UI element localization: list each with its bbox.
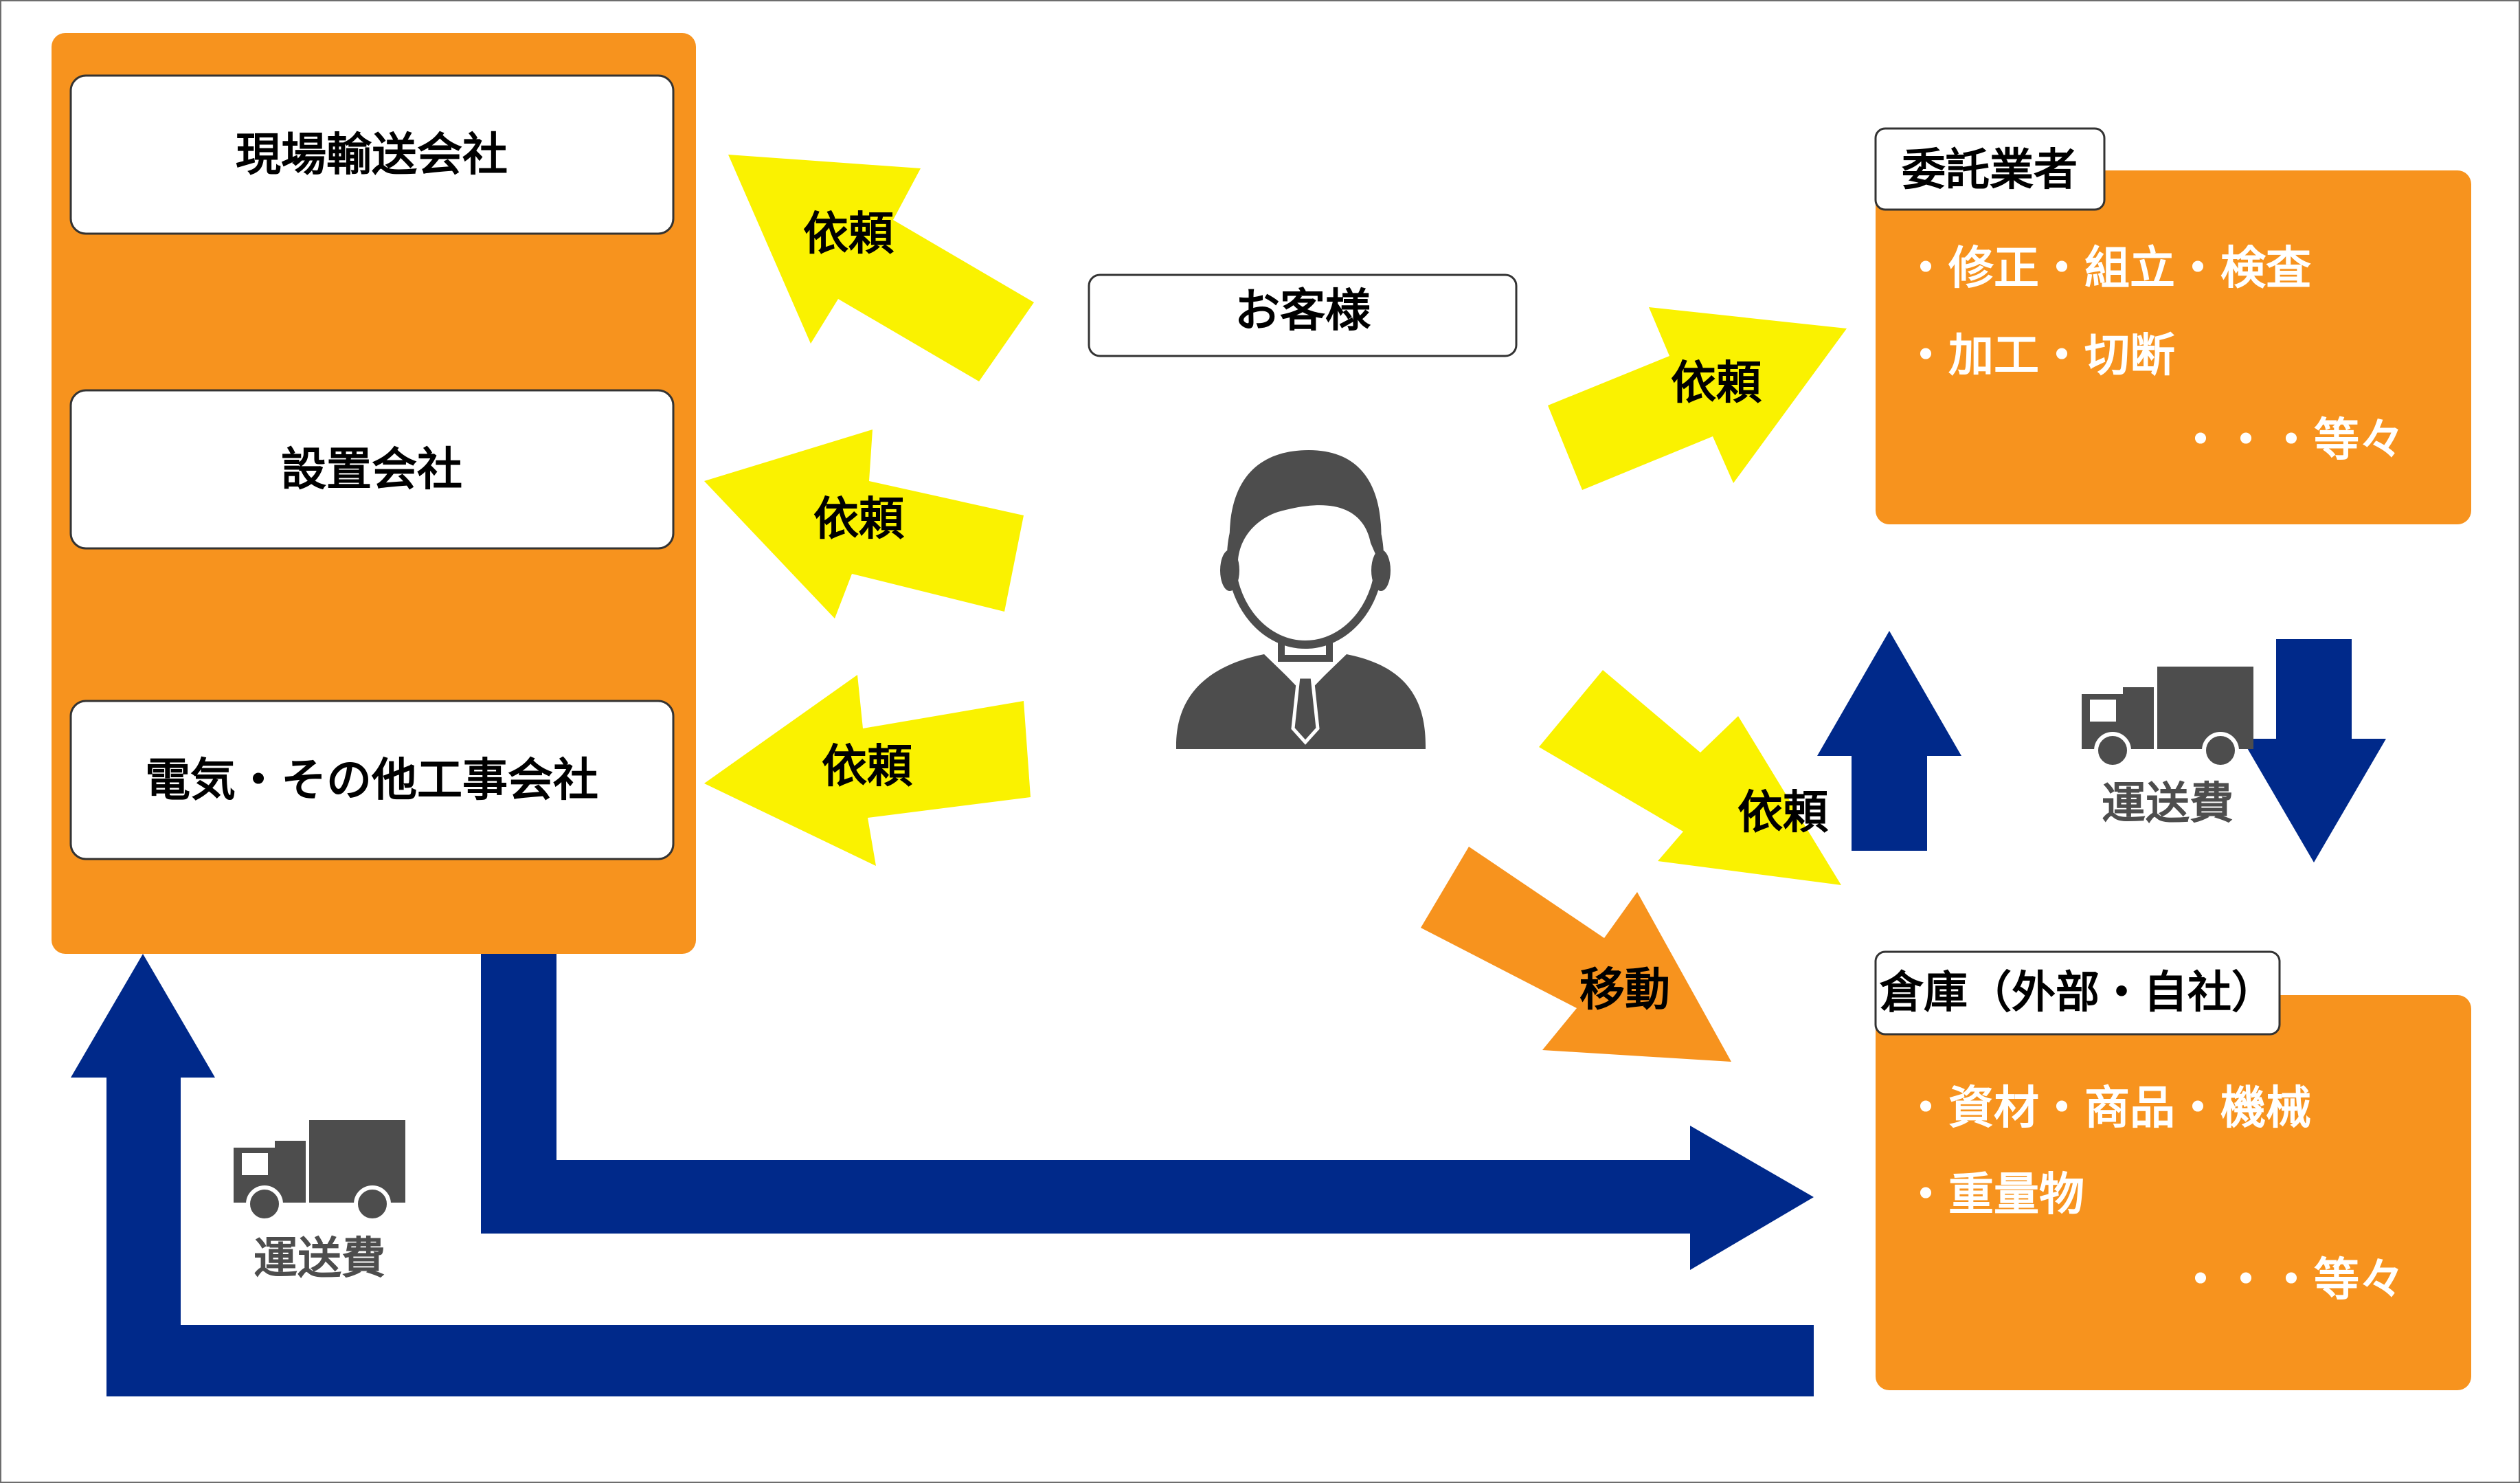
left-item-label: 電気・その他工事会社 (145, 754, 598, 807)
orange-arrow-move: 移動 (1421, 847, 1731, 1062)
navy-arrow-up (1817, 631, 1961, 851)
left-item-electrical-company: 電気・その他工事会社 (69, 700, 675, 860)
contractor-line-2: ・加工・切断 (1903, 329, 2175, 382)
navy-arrow-to-warehouse (481, 954, 1814, 1270)
yellow-arrow-request-2: 依頼 (704, 430, 1024, 618)
yellow-arrow-request-right-2: 依頼 (1539, 670, 1841, 885)
contractor-title: 委託業者 (1902, 145, 2078, 196)
truck-icon (2082, 667, 2253, 769)
navy-arrow-down (2242, 639, 2386, 862)
arrow-label: 依頼 (1737, 786, 1829, 839)
yellow-arrow-request-3: 依頼 (704, 675, 1031, 866)
truck-icon (234, 1120, 405, 1223)
arrow-label: 依頼 (803, 208, 895, 260)
yellow-arrow-request-1: 依頼 (728, 155, 1034, 381)
arrow-label: 依頼 (813, 493, 905, 546)
left-item-installation-company: 設置会社 (69, 389, 675, 550)
contractor-line-1: ・修正・組立・検査 (1903, 242, 2311, 295)
warehouse-title-box (1874, 950, 2281, 1036)
transport-cost-label-right: 運送費 (2102, 779, 2234, 829)
yellow-arrow-request-right-1: 依頼 (1548, 307, 1847, 490)
arrow-label: 移動 (1579, 963, 1670, 1016)
left-item-label: 現場輸送会社 (236, 129, 508, 181)
warehouse-line-2: ・重量物 (1903, 1168, 2084, 1221)
arrow-label: 依頼 (822, 740, 913, 793)
customer-label: お客様 (1235, 285, 1371, 337)
contractor-line-3: ・・・等々 (2178, 414, 2405, 467)
arrow-label: 依頼 (1671, 357, 1762, 410)
warehouse-line-1: ・資材・商品・機械 (1903, 1082, 2311, 1135)
contractor-title-box (1874, 127, 2106, 211)
warehouse-line-3: ・・・等々 (2178, 1253, 2405, 1306)
transport-cost-label-left: 運送費 (254, 1234, 385, 1284)
warehouse-title: 倉庫（外部・自社） (1879, 968, 2275, 1018)
warehouse-box: 倉庫（外部・自社） ・資材・商品・機械 ・重量物 ・・・等々 (1874, 950, 2471, 1390)
businessman-icon (1176, 450, 1426, 749)
contractor-box: 委託業者 ・修正・組立・検査 ・加工・切断 ・・・等々 (1874, 127, 2471, 524)
left-item-label: 設置会社 (281, 443, 462, 496)
navy-arrow-to-left-panel (71, 954, 1814, 1396)
customer-label-box: お客様 (1088, 274, 1518, 357)
left-item-transport-company: 現場輸送会社 (69, 74, 675, 235)
